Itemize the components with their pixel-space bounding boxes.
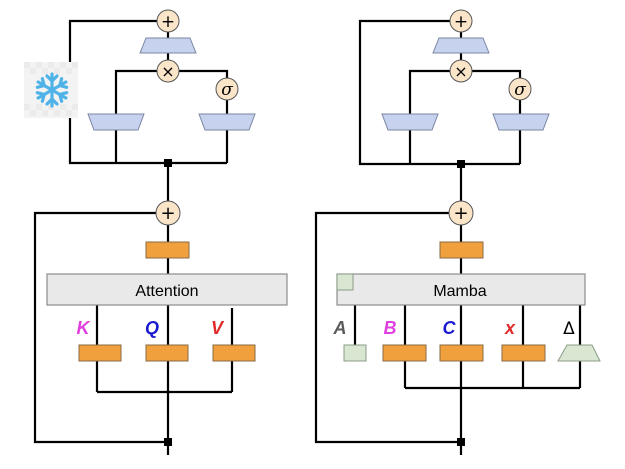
left-mixer-wires — [33, 211, 234, 455]
left-mlp-wires — [68, 19, 229, 202]
left-mlp-residual-top — [68, 19, 157, 62]
right-mlp-gate-proj — [492, 113, 550, 131]
mamba-box: Mamba — [336, 273, 586, 306]
right-mixer-junction — [457, 438, 465, 446]
add-symbol: + — [453, 203, 468, 224]
c-proj — [439, 344, 484, 362]
right-mlp-sigma-node: σ — [508, 77, 532, 101]
right-mlp-down-proj — [432, 37, 490, 54]
sigma-symbol: σ — [221, 80, 233, 100]
left-mlp-add-node: + — [156, 9, 180, 33]
right-mlp-junction — [457, 160, 465, 168]
x-label: x — [504, 318, 516, 338]
q-label: Q — [145, 318, 159, 338]
delta-label: Δ — [563, 319, 575, 339]
q-proj — [145, 344, 189, 362]
right-mlp-up-proj — [381, 113, 439, 131]
k-proj — [78, 344, 122, 362]
attention-label: Attention — [135, 283, 198, 300]
snowflake-icon — [34, 72, 70, 108]
v-label: V — [211, 318, 225, 338]
right-mixer-add-node: + — [448, 200, 474, 226]
multiply-symbol: × — [454, 62, 467, 81]
v-proj — [212, 344, 256, 362]
right-mlp-mul-node: × — [449, 59, 473, 83]
add-symbol: + — [160, 203, 175, 224]
left-mixer-residual — [33, 211, 168, 444]
right-mlp-residual — [358, 19, 520, 166]
b-proj — [382, 344, 427, 362]
left-panel: + × σ + Attention — [24, 9, 288, 455]
multiply-symbol: × — [161, 62, 174, 81]
left-mlp-linear-branch — [114, 69, 157, 114]
left-mlp-sigma-node: σ — [215, 77, 239, 101]
left-mlp-down-proj — [139, 37, 197, 54]
add-symbol: + — [161, 12, 175, 32]
right-mlp-add-node: + — [449, 9, 473, 33]
left-mlp-gate-proj — [198, 113, 256, 131]
add-symbol: + — [454, 12, 468, 32]
right-panel: + × σ + Mamb — [314, 9, 601, 455]
left-mlp-gate-branch — [179, 69, 229, 78]
left-mixer-add-node: + — [155, 200, 181, 226]
a-label: A — [333, 318, 347, 338]
left-mixer-junction — [164, 438, 172, 446]
frozen-badge — [24, 62, 78, 118]
right-mlp-wires — [358, 19, 522, 202]
delta-proj — [557, 344, 601, 362]
attention-box: Attention — [46, 273, 288, 306]
left-out-proj — [145, 241, 190, 259]
b-label: B — [384, 318, 397, 338]
a-param — [343, 344, 367, 362]
sigma-symbol: σ — [514, 80, 526, 100]
left-mlp-residual-bottom — [68, 118, 227, 165]
left-mlp-junction — [164, 159, 172, 167]
right-mixer-residual — [314, 211, 461, 444]
c-label: C — [443, 318, 457, 338]
right-out-proj — [439, 241, 484, 259]
k-label: K — [77, 318, 92, 338]
left-mlp-mul-node: × — [156, 59, 180, 83]
mamba-state-indicator — [336, 273, 354, 291]
left-mlp-up-proj — [87, 113, 145, 131]
mamba-label: Mamba — [433, 283, 486, 300]
x-proj — [501, 344, 546, 362]
